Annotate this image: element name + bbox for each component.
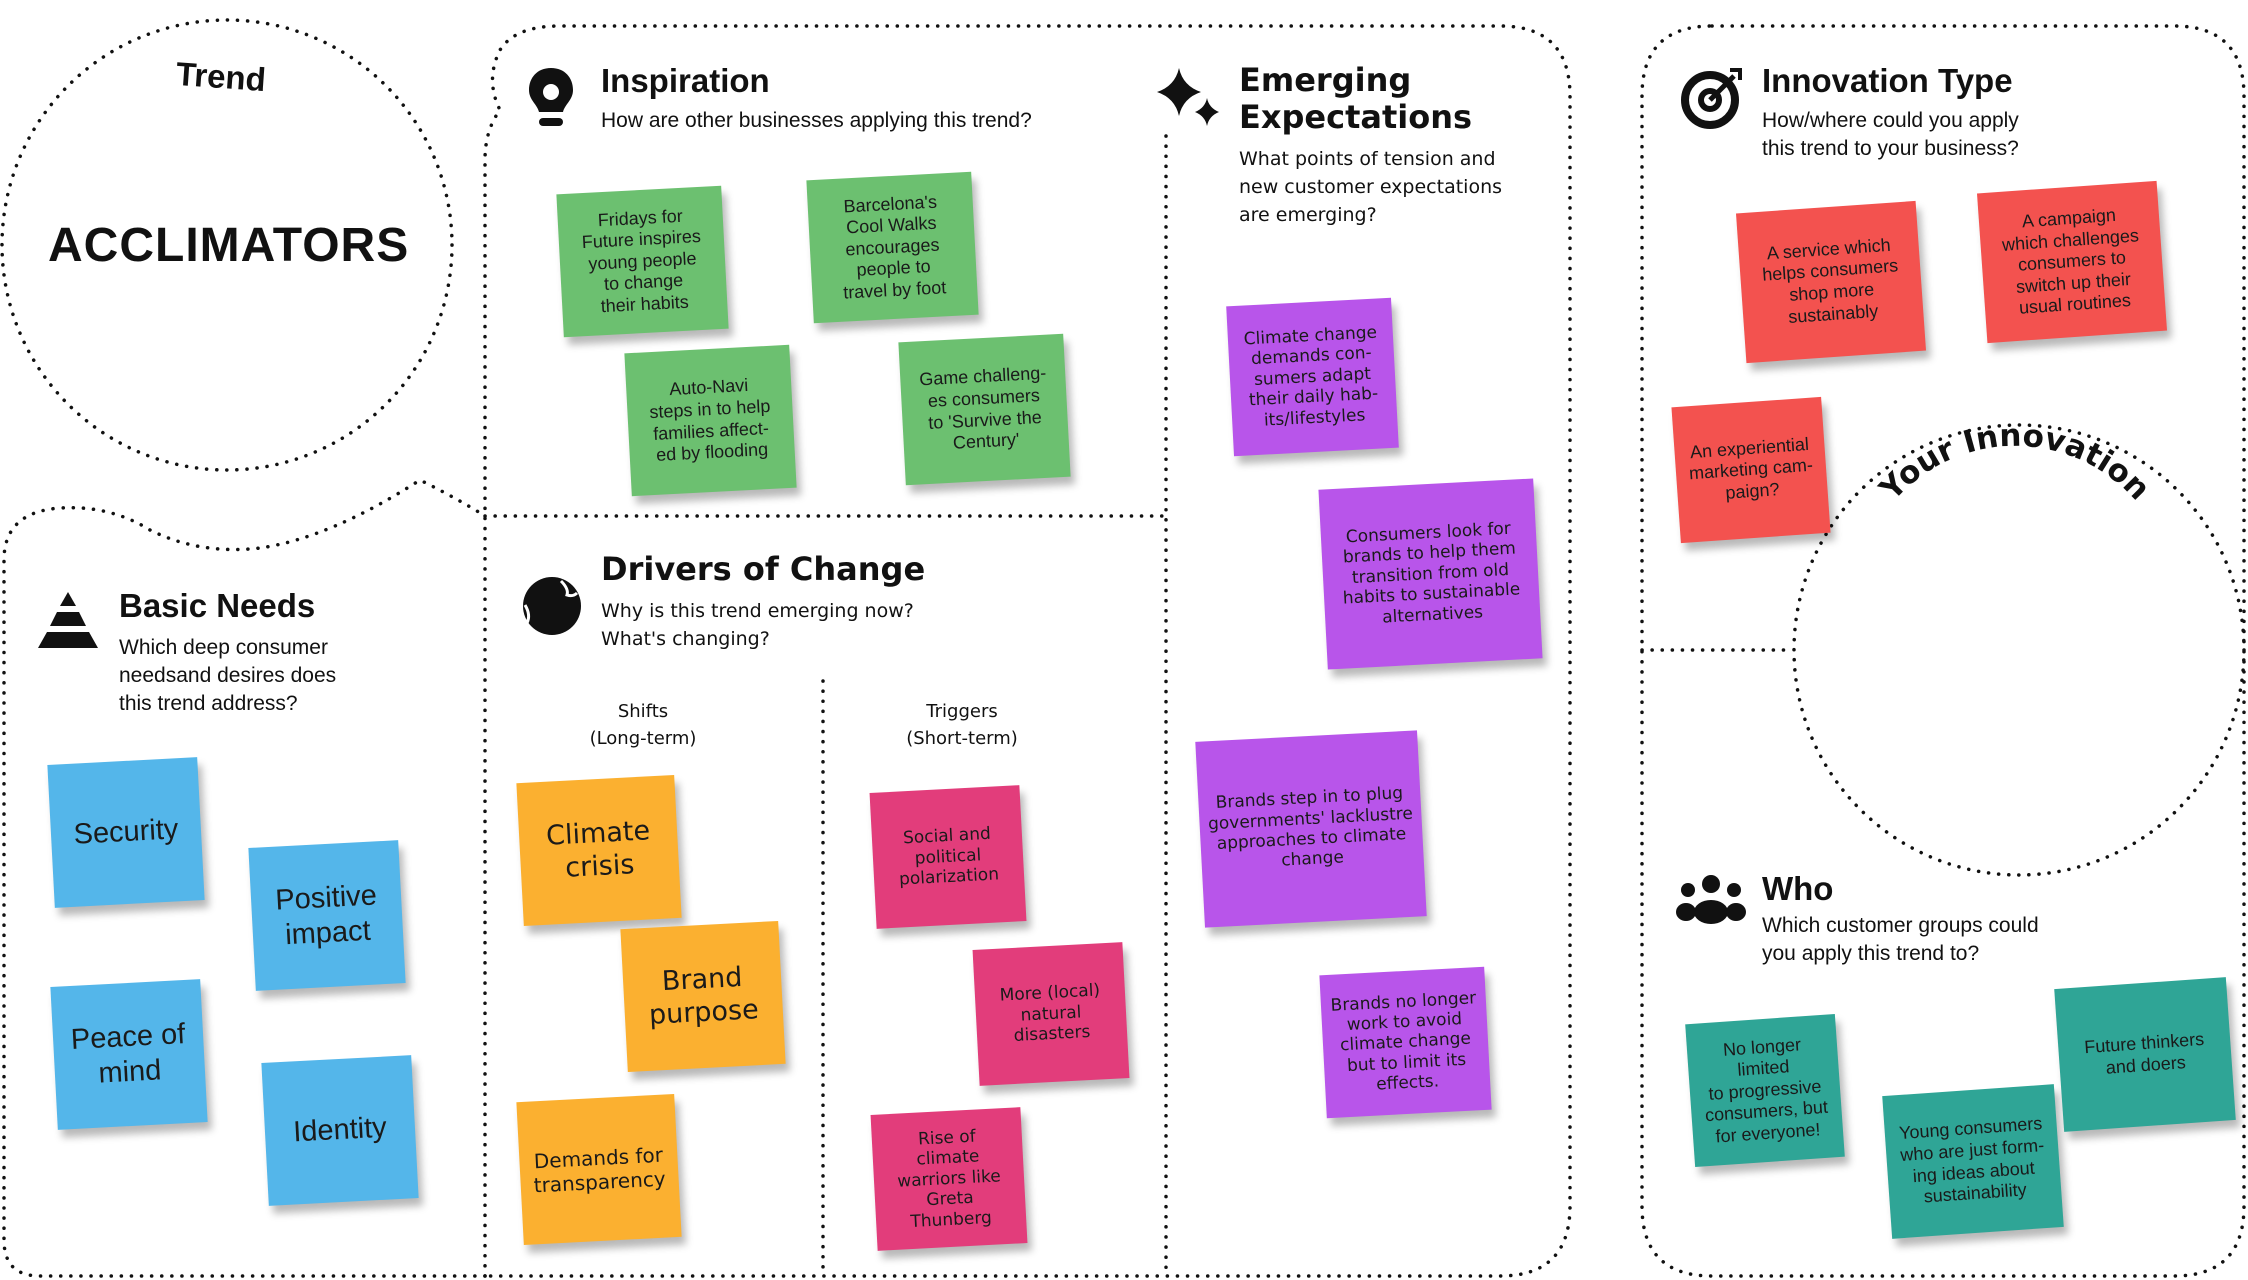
- sticky-note[interactable]: Climate crisis: [516, 774, 682, 926]
- sticky-note[interactable]: Security: [47, 756, 205, 908]
- sticky-note[interactable]: Future thinkers and doers: [2054, 976, 2236, 1132]
- drivers-title: Drivers of Change: [601, 550, 926, 588]
- who-subtitle: Which customer groups could you apply th…: [1762, 914, 2039, 965]
- sticky-note[interactable]: Peace of mind: [50, 978, 208, 1130]
- sticky-note[interactable]: Demands for transparency: [516, 1093, 682, 1245]
- sticky-note[interactable]: A campaign which challenges consumers to…: [1976, 180, 2168, 344]
- sticky-note[interactable]: A service which helps consumers shop mor…: [1735, 200, 1927, 364]
- emerging-subtitle: What points of tension and new customer …: [1239, 148, 1503, 226]
- innovation-panel: [1640, 24, 2246, 1278]
- inspiration-subtitle: How are other businesses applying this t…: [601, 109, 1032, 132]
- sticky-note[interactable]: Consumers look for brands to help them t…: [1317, 478, 1543, 670]
- basic-needs-panel: [2, 477, 487, 1278]
- sticky-note[interactable]: More (local) natural disasters: [972, 942, 1130, 1086]
- sticky-note[interactable]: An experiential marketing cam- paign?: [1671, 396, 1831, 544]
- emerging-title: Emerging Expectations: [1239, 61, 1473, 136]
- sticky-note[interactable]: Game challeng- es consumers to 'Survive …: [897, 333, 1071, 485]
- center-panel: [483, 24, 1572, 1278]
- inspiration-title: Inspiration: [601, 62, 770, 99]
- your-innovation-circle: [1792, 423, 2246, 877]
- sticky-note[interactable]: Positive impact: [248, 839, 406, 991]
- trend-circle: [0, 18, 454, 472]
- sticky-note[interactable]: Identity: [261, 1054, 419, 1206]
- globe-icon: [523, 577, 581, 635]
- shifts-label: Shifts (Long-term): [589, 701, 697, 749]
- sticky-note[interactable]: Rise of climate warriors like Greta Thun…: [870, 1107, 1028, 1251]
- drivers-subtitle: Why is this trend emerging now? What's c…: [601, 600, 914, 650]
- sticky-note[interactable]: Young consumers who are just form- ing i…: [1882, 1083, 2064, 1239]
- people-icon: [1676, 875, 1746, 924]
- innovation-type-title: Innovation Type: [1762, 62, 2013, 99]
- basic-needs-title: Basic Needs: [119, 587, 316, 624]
- sticky-note[interactable]: Brands no longer work to avoid climate c…: [1318, 966, 1492, 1118]
- trend-label: Trend: [174, 54, 268, 99]
- target-icon: [1681, 68, 1742, 129]
- triggers-label: Triggers (Short-term): [906, 701, 1018, 749]
- sparkle-icon: [1157, 68, 1219, 126]
- sticky-note[interactable]: Fridays for Future inspires young people…: [555, 185, 729, 337]
- sticky-note[interactable]: Climate change demands con- sumers adapt…: [1225, 297, 1399, 457]
- lightbulb-icon: [529, 68, 573, 126]
- sticky-note[interactable]: Social and political polarization: [869, 785, 1027, 929]
- sticky-note[interactable]: No longer limited to progressive consume…: [1685, 1013, 1845, 1167]
- your-innovation-label: Your Innovation: [1872, 418, 2157, 508]
- basic-needs-subtitle: Which deep consumer needsand desires doe…: [119, 636, 337, 715]
- pyramid-icon: [38, 592, 98, 648]
- trend-name[interactable]: ACCLIMATORS: [48, 219, 410, 272]
- sticky-note[interactable]: Barcelona's Cool Walks encourages people…: [805, 171, 979, 323]
- sticky-note[interactable]: Brand purpose: [620, 920, 786, 1072]
- who-title: Who: [1762, 870, 1834, 907]
- sticky-note[interactable]: Brands step in to plug governments' lack…: [1195, 730, 1427, 928]
- innovation-type-subtitle: How/where could you apply this trend to …: [1762, 109, 2019, 160]
- sticky-note[interactable]: Auto-Navi steps in to help families affe…: [623, 344, 797, 496]
